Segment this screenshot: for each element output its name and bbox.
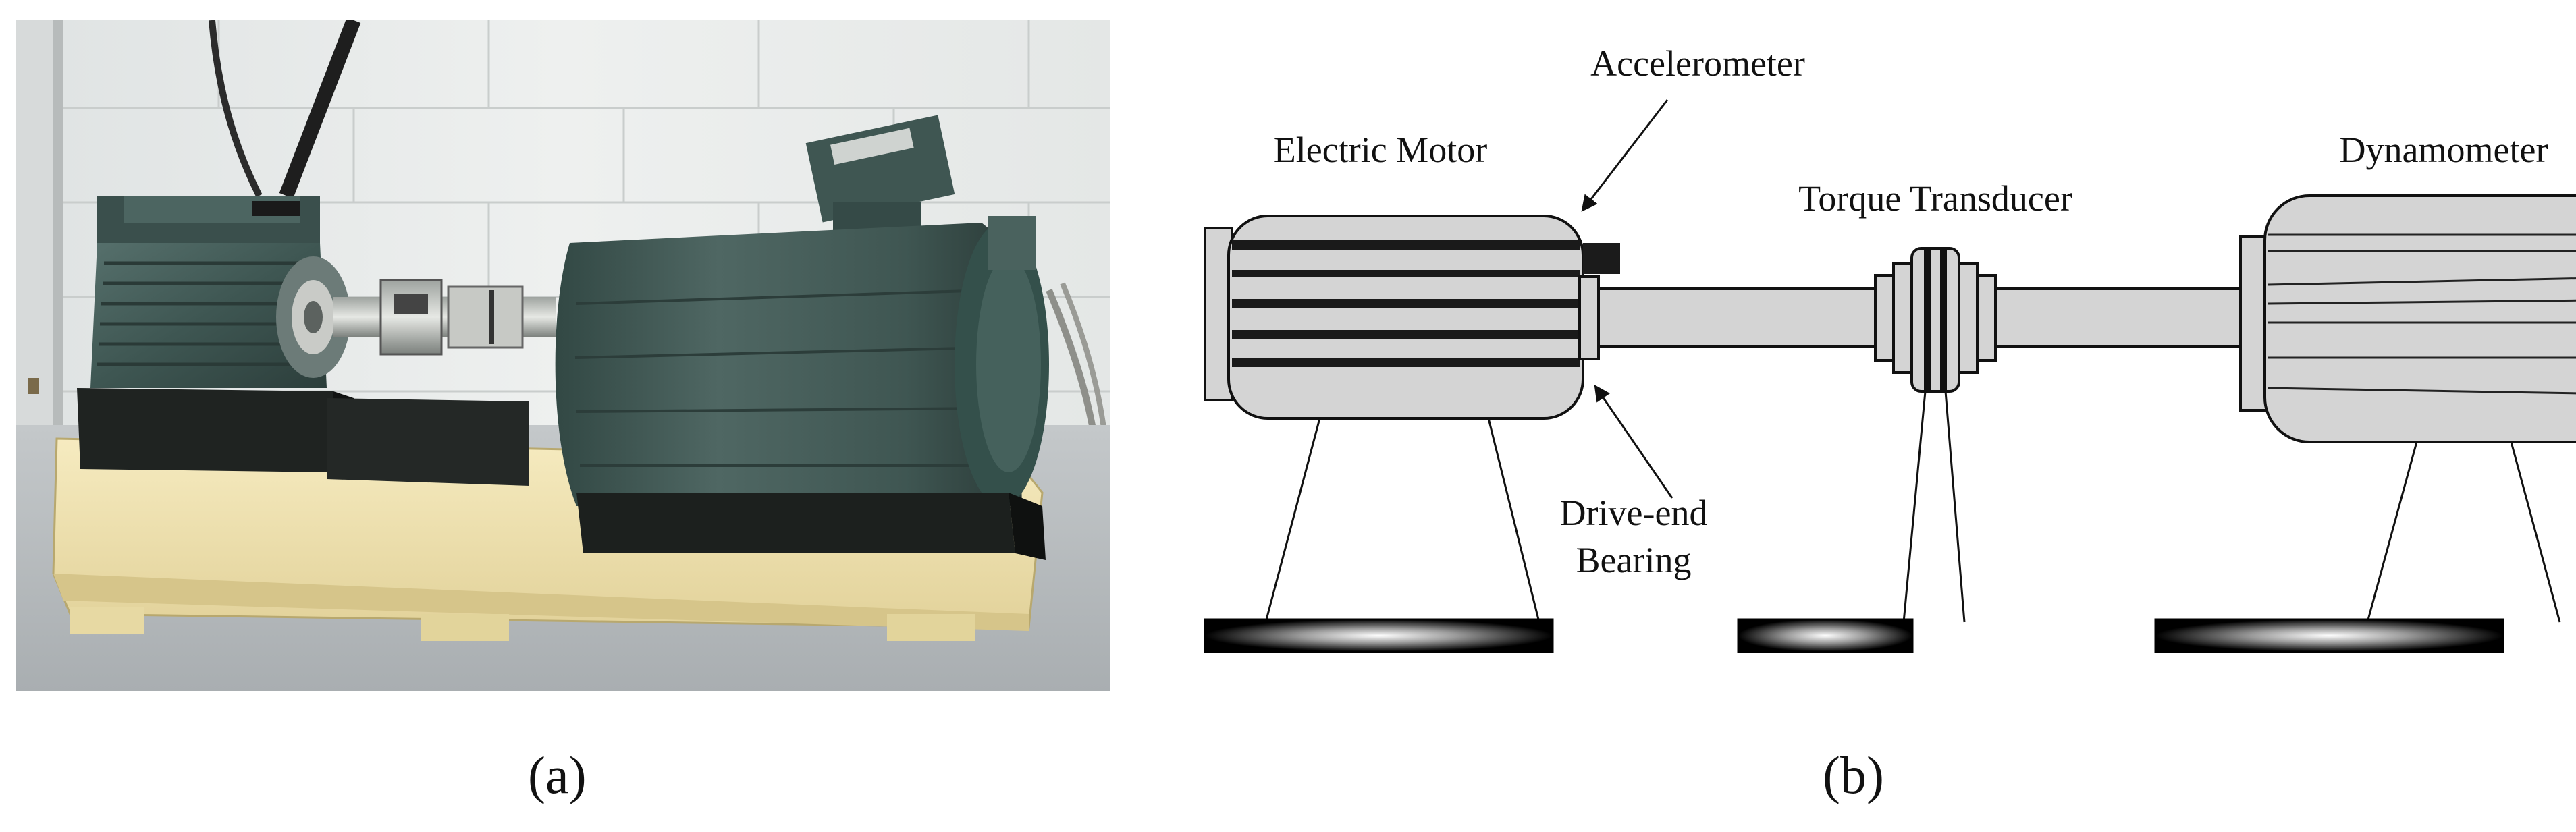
test-rig-photo [16,20,1110,691]
panel-b-caption: (b) [1823,746,1884,804]
dynamometer-label: Dynamometer [2340,130,2548,170]
dyno-foot-base [2154,618,2504,653]
schematic-canvas: Accelerometer Electric Motor Torque Tran… [1204,43,2576,653]
accelerometer-sensor [1583,243,1620,274]
support-legs [1264,391,2561,623]
electric-motor-shape [1204,215,1600,420]
drive-end-bearing-arrow [1594,385,1673,499]
electric-motor-label: Electric Motor [1274,130,1487,170]
transducer-foot-base [1737,618,1914,653]
dynamometer-shape [2239,194,2576,443]
motor-foot-base [1204,618,1554,653]
torque-transducer-shape [1874,247,1997,393]
drive-end-bearing-label-line2: Bearing [1576,540,1692,580]
motor-shaft [1597,287,1877,348]
drive-end-bearing-label-line1: Drive-end [1560,493,1708,533]
test-rig-schematic: Accelerometer Electric Motor Torque Tran… [1188,0,2576,715]
accelerometer-arrow [1581,99,1669,212]
panel-a-caption: (a) [528,746,587,804]
test-rig-photo-image [16,20,1110,691]
torque-transducer-label: Torque Transducer [1798,178,2072,219]
dyno-shaft [1994,287,2242,348]
accelerometer-label: Accelerometer [1590,43,1805,84]
